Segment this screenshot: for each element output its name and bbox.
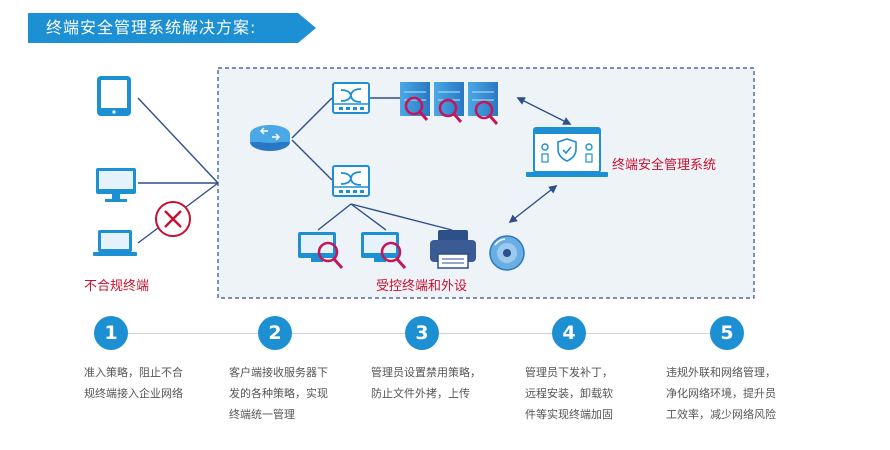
server-console-arrow xyxy=(516,97,572,125)
section-title-banner: 终端安全管理系统解决方案: xyxy=(28,13,316,43)
management-console-icon xyxy=(526,127,608,177)
server-cluster-icon xyxy=(400,82,499,125)
controlled-monitor-1-icon xyxy=(298,232,344,269)
step-4-circle: 4 xyxy=(552,316,586,350)
blocked-x-icon xyxy=(155,201,191,237)
disc-icon xyxy=(489,235,525,271)
device-console-arrow xyxy=(508,184,558,224)
noncompliant-label: 不合规终端 xyxy=(84,279,150,294)
step-3-circle: 3 xyxy=(405,316,439,350)
monitor-icon xyxy=(96,168,136,202)
step-2-description: 客户端接收服务器下 发的各种策略，实现 终端统一管理 xyxy=(229,366,328,421)
tablet-icon xyxy=(97,76,131,116)
device-links xyxy=(317,203,453,231)
switch-top-icon xyxy=(332,82,370,114)
network-diagram xyxy=(93,67,755,299)
router-icon xyxy=(250,125,290,151)
system-label: 终端安全管理系统 xyxy=(612,158,717,173)
controlled-label: 受控终端和外设 xyxy=(376,279,468,294)
step-1-circle: 1 xyxy=(94,316,128,350)
step-2-circle: 2 xyxy=(258,316,292,350)
printer-icon xyxy=(430,230,476,269)
router-links xyxy=(291,97,400,181)
step-3-description: 管理员设置禁用策略， 防止文件外拷，上传 xyxy=(371,366,481,400)
step-1-description: 准入策略，阻止不合 规终端接入企业网络 xyxy=(84,366,183,400)
controlled-monitor-2-icon xyxy=(361,232,407,269)
step-5-description: 违规外联和网络管理， 净化网络环境，提升员 工效率，减少网络风险 xyxy=(666,366,776,421)
step-4-description: 管理员下发补丁， 远程安装，卸载软 件等实现终端加固 xyxy=(525,366,613,421)
switch-bottom-icon xyxy=(332,165,370,197)
section-title: 终端安全管理系统解决方案: xyxy=(46,18,257,37)
laptop-icon xyxy=(93,230,137,256)
step-5-circle: 5 xyxy=(710,316,744,350)
